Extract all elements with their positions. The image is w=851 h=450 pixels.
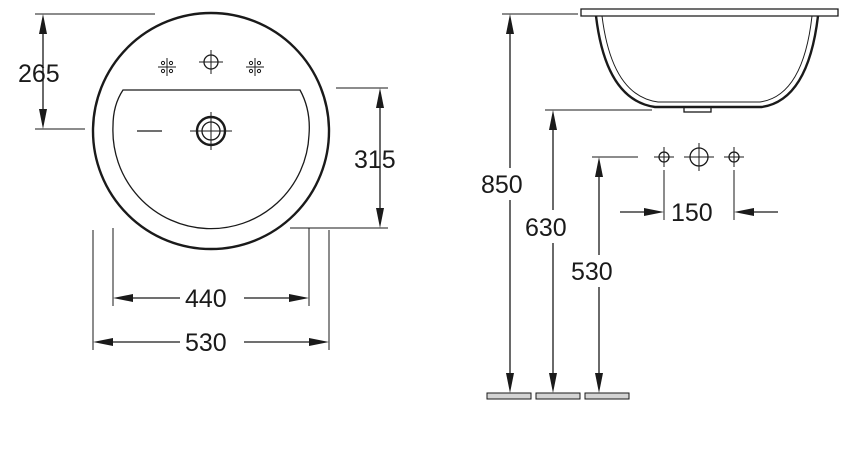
basin-outer-rim bbox=[91, 11, 331, 251]
top-view: 265 315 440 530 bbox=[18, 11, 396, 357]
dimension-630-label: 630 bbox=[525, 214, 567, 242]
dimension-530-width: 530 bbox=[92, 230, 330, 357]
floor-block-3 bbox=[584, 392, 630, 400]
dimension-440: 440 bbox=[112, 228, 310, 313]
floor-block-2 bbox=[535, 392, 581, 400]
dimension-530-height-label: 530 bbox=[571, 258, 613, 286]
dimension-150: 150 bbox=[620, 170, 778, 227]
dimension-150-label: 150 bbox=[671, 199, 713, 227]
dimension-440-label: 440 bbox=[185, 285, 227, 313]
side-view: 850 630 530 bbox=[481, 8, 839, 400]
tap-hole-right-marker bbox=[246, 58, 264, 76]
dimension-850-label: 850 bbox=[481, 171, 523, 199]
dimension-265: 265 bbox=[18, 13, 155, 130]
basin-inner-bowl bbox=[112, 89, 310, 230]
dimension-315: 315 bbox=[290, 87, 396, 229]
dimension-265-label: 265 bbox=[18, 60, 60, 88]
drain-symbol bbox=[190, 112, 232, 150]
dimension-850: 850 bbox=[481, 13, 578, 393]
tap-holes-front bbox=[654, 143, 744, 171]
floor-block-1 bbox=[486, 392, 532, 400]
basin-section bbox=[580, 8, 839, 113]
dimension-315-label: 315 bbox=[354, 146, 396, 174]
tap-hole-center bbox=[199, 50, 223, 74]
dimension-530-width-label: 530 bbox=[185, 329, 227, 357]
tap-hole-left-marker bbox=[158, 58, 176, 76]
dimension-630: 630 bbox=[525, 109, 652, 393]
dimension-530-height: 530 bbox=[571, 156, 638, 393]
